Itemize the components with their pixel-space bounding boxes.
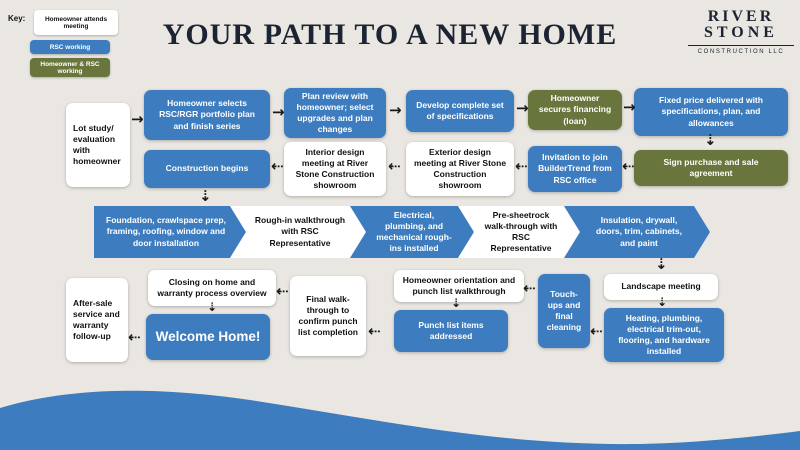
flow-chevron-pre-sheetrock: Pre-sheetrock walk-through with RSC Repr… [458,206,580,258]
arrow-dashed-left-icon: ⇠ [523,279,536,297]
flow-step-select-plan: Homeowner selects RSC/RGR portfolio plan… [144,90,270,140]
arrow-dashed-down-icon: ⇣ [704,131,717,149]
logo-tagline: CONSTRUCTION LLC [688,45,794,55]
legend-item-homeowner: Homeowner attends meeting [34,10,118,35]
arrow-dashed-left-icon: ⇠ [515,157,528,175]
flow-step-lot-study: Lot study/ evaluation with homeowner [66,103,130,187]
flow-step-after-sale: After-sale service and warranty follow-u… [66,278,128,362]
arrow-right-icon: → [516,99,529,117]
flow-step-final-walkthrough: Final walk-through to confirm punch list… [290,276,366,356]
legend-item-rsc: RSC working [30,40,110,54]
wave-decoration [0,390,800,450]
arrow-dashed-down-icon: ⇣ [451,296,462,310]
legend-item-both: Homeowner & RSC working [30,58,110,77]
arrow-right-icon: → [389,101,402,119]
arrow-dashed-left-icon: ⇠ [368,322,381,340]
flow-step-touch-ups: Touch-ups and final cleaning [538,274,590,348]
flow-step-secure-financing: Homeowner secures financing (loan) [528,90,622,130]
arrow-right-icon: → [623,98,636,116]
company-logo: RIVER STONE CONSTRUCTION LLC [688,8,794,55]
arrow-dashed-down-icon: ⇣ [655,255,668,273]
logo-line2: STONE [704,24,778,41]
logo-line1: RIVER [707,8,775,25]
arrow-dashed-down-icon: ⇣ [207,300,218,314]
arrow-dashed-left-icon: ⇠ [590,322,603,340]
flow-step-sign-purchase: Sign purchase and sale agreement [634,150,788,186]
flow-step-develop-specs: Develop complete set of specifications [406,90,514,132]
page-title: YOUR PATH TO A NEW HOME [162,18,618,51]
arrow-right-icon: → [272,103,285,121]
flow-step-construction-begins: Construction begins [144,150,270,188]
arrow-dashed-left-icon: ⇠ [388,157,401,175]
arrow-dashed-left-icon: ⇠ [622,157,635,175]
arrow-dashed-left-icon: ⇠ [271,157,284,175]
arrow-dashed-down-icon: ⇣ [199,187,212,205]
flow-step-closing: Closing on home and warranty process ove… [148,270,276,306]
flow-chevron-insulation: Insulation, drywall, doors, trim, cabine… [564,206,710,258]
flow-step-buildertrend: Invitation to join BuilderTrend from RSC… [528,146,622,192]
flow-step-trim-out: Heating, plumbing, electrical trim-out, … [604,308,724,362]
flow-step-fixed-price: Fixed price delivered with specification… [634,88,788,136]
flow-step-orientation: Homeowner orientation and punch list wal… [394,270,524,302]
flow-step-landscape: Landscape meeting [604,274,718,300]
flow-chevron-rough-in-walkthrough: Rough-in walkthrough with RSC Representa… [230,206,366,258]
flow-step-punch-list: Punch list items addressed [394,310,508,352]
flow-step-exterior-design: Exterior design meeting at River Stone C… [406,142,514,196]
arrow-dashed-left-icon: ⇠ [128,328,141,346]
legend-item-label: Homeowner attends meeting [44,15,108,30]
arrow-right-icon: → [131,110,144,128]
flow-chevron-mech-rough-ins: Electrical, plumbing, and mechanical rou… [350,206,474,258]
flow-step-interior-design: Interior design meeting at River Stone C… [284,142,386,196]
arrow-dashed-down-icon: ⇣ [657,295,668,309]
legend-item-label: Homeowner & RSC working [40,60,100,75]
legend-item-label: RSC working [49,43,91,51]
legend-label: Key: [8,14,26,23]
arrow-dashed-left-icon: ⇠ [276,282,289,300]
flow-step-plan-review: Plan review with homeowner; select upgra… [284,88,386,138]
flow-chevron-foundation: Foundation, crawlspace prep, framing, ro… [94,206,246,258]
flow-step-welcome-home: Welcome Home! [146,314,270,360]
